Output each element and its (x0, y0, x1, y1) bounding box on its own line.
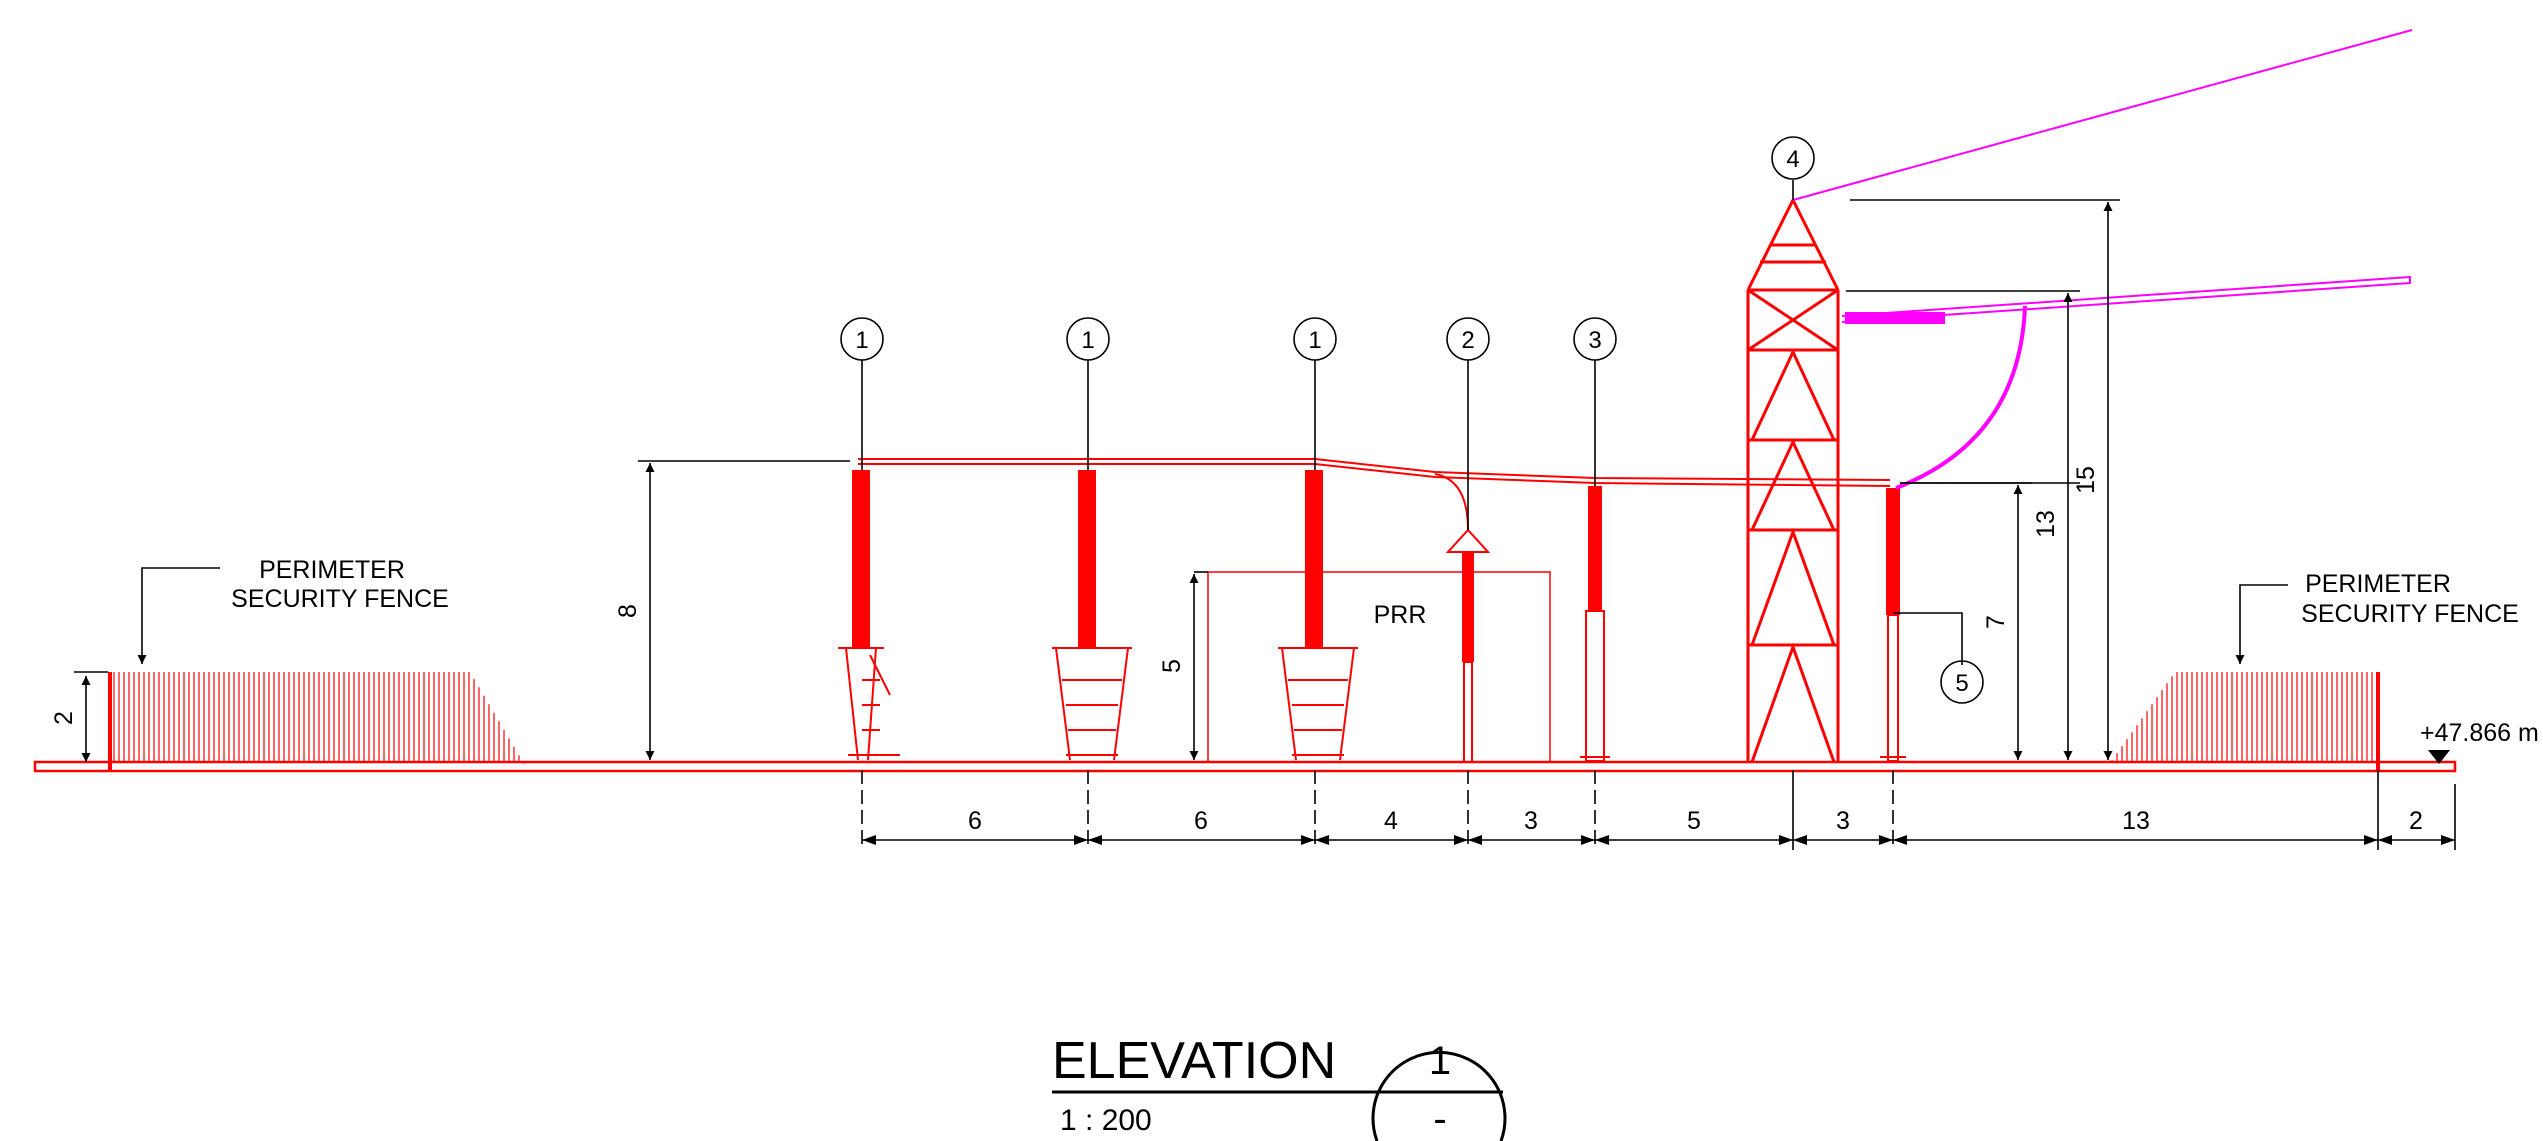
svg-text:1: 1 (1308, 327, 1321, 354)
left-perimeter-fence (108, 672, 525, 770)
dimension-connection-height: 13 (1846, 290, 2080, 760)
svg-text:8: 8 (614, 604, 642, 618)
svg-text:5: 5 (1955, 670, 1968, 697)
dimension-busbar-height: 8 (614, 460, 850, 760)
svg-text:1: 1 (1081, 327, 1094, 354)
dimension-equipment-height: 7 (1900, 482, 2032, 760)
svg-text:6: 6 (968, 807, 982, 835)
drawing-scale: 1 : 200 (1060, 1104, 1152, 1137)
svg-text:4: 4 (1786, 146, 1799, 173)
drawing-sheet: - (1433, 1097, 1446, 1141)
drawing-title: ELEVATION (1052, 1032, 1336, 1090)
svg-text:2: 2 (1461, 327, 1474, 354)
svg-text:6: 6 (1194, 807, 1208, 835)
equipment-unit-1c (1278, 470, 1358, 761)
svg-text:7: 7 (1982, 615, 2010, 629)
right-perimeter-fence (2111, 672, 2380, 770)
callout-1b: 1 (1066, 317, 1110, 361)
svg-text:13: 13 (2122, 807, 2150, 835)
svg-text:1: 1 (855, 327, 868, 354)
svg-text:2: 2 (50, 711, 78, 725)
dimension-building-height: 5 (1158, 571, 1208, 760)
level-label: +47.866 m (2420, 719, 2539, 747)
dimension-lower-wire-height: 13 (1900, 482, 2080, 538)
callout-4: 4 (1771, 136, 1815, 180)
left-fence-label: PERIMETER SECURITY FENCE (137, 556, 449, 664)
callout-3: 3 (1573, 317, 1617, 361)
svg-text:4: 4 (1384, 807, 1398, 835)
right-fence-label: PERIMETER SECURITY FENCE (2235, 570, 2519, 664)
callout-1c: 1 (1293, 317, 1337, 361)
right-fence-label-line2: SECURITY FENCE (2301, 600, 2519, 628)
svg-text:15: 15 (2072, 466, 2100, 494)
callout-leaders (861, 180, 1963, 665)
title-block: ELEVATION 1 : 200 1 - (1052, 1032, 1507, 1141)
svg-text:2: 2 (2409, 807, 2423, 835)
ground-slab (33, 760, 2457, 773)
equipment-unit-3 (1580, 486, 1610, 762)
gantry-tower (1746, 199, 1840, 763)
building-label: PRR (1374, 601, 1427, 629)
equipment-unit-5 (1880, 488, 1906, 762)
busbar-conductor (858, 458, 1891, 531)
horizontal-dimension-chain: 6 6 4 3 5 3 13 2 (861, 770, 2456, 850)
equipment-unit-1b (1052, 470, 1132, 761)
svg-text:5: 5 (1158, 659, 1186, 673)
equipment-unit-1a (838, 470, 900, 761)
svg-text:3: 3 (1588, 327, 1601, 354)
callout-2: 2 (1446, 317, 1490, 361)
callout-5: 5 (1940, 660, 1984, 704)
right-fence-label-line1: PERIMETER (2305, 570, 2451, 598)
equipment-unit-2 (1445, 528, 1491, 763)
svg-text:3: 3 (1836, 807, 1850, 835)
dimension-fence-height: 2 (50, 671, 108, 762)
left-fence-label-line2: SECURITY FENCE (231, 585, 449, 613)
drawing-number: 1 (1429, 1039, 1451, 1083)
level-marker: +47.866 m (2420, 719, 2539, 764)
svg-text:13: 13 (2032, 510, 2060, 538)
dimension-tower-height: 15 (1850, 199, 2120, 760)
left-fence-label-line1: PERIMETER (259, 556, 405, 584)
callout-1a: 1 (840, 317, 884, 361)
prr-building: PRR (1207, 571, 1551, 763)
overhead-line (1792, 29, 2413, 490)
svg-text:3: 3 (1524, 807, 1538, 835)
svg-text:13: 13 (2032, 510, 2060, 538)
svg-text:5: 5 (1687, 807, 1701, 835)
